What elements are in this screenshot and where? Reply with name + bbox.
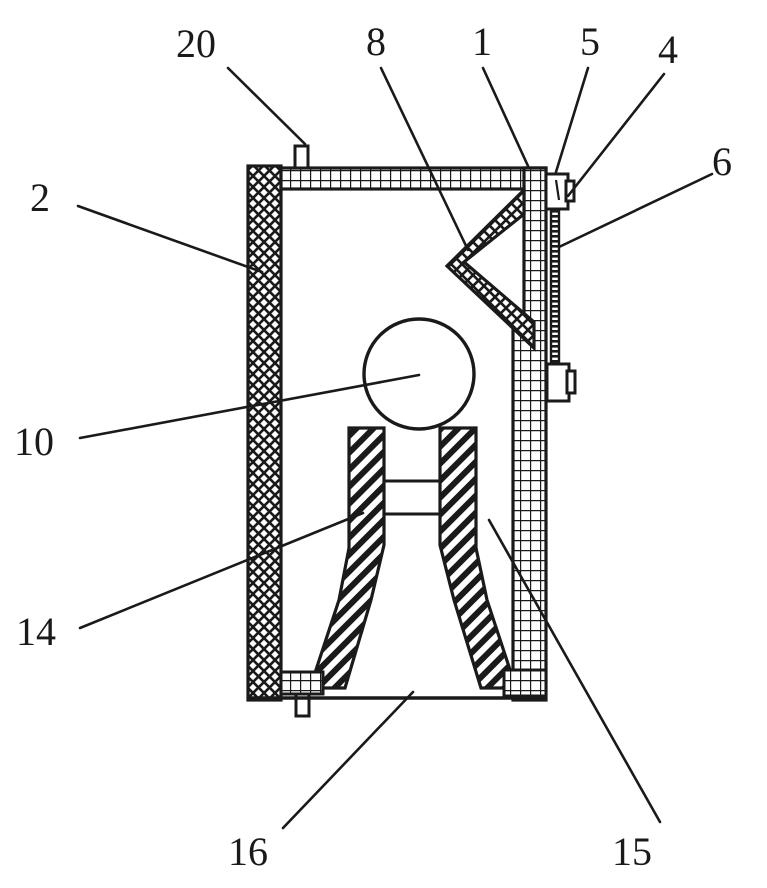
leader-2 [76, 204, 264, 274]
top-bar-1 [279, 166, 548, 191]
right-wall-6 [511, 166, 548, 702]
left-wall-2 [246, 164, 283, 702]
ref-label-2: 2 [30, 175, 50, 220]
leader-4 [566, 72, 666, 198]
right-strip-4 [549, 194, 561, 366]
leader-lines [76, 66, 714, 830]
clamp-bracket-5 [544, 172, 576, 211]
funnel-wall-right-15 [438, 426, 519, 690]
ref-label-14: 14 [16, 609, 56, 654]
ref-label-16: 16 [228, 829, 268, 874]
leader-14 [78, 511, 365, 630]
ref-label-10: 10 [14, 419, 54, 464]
funnel-divider-lines [384, 479, 440, 516]
v-baffle-8 [444, 186, 536, 352]
leader-8 [379, 66, 470, 252]
ref-label-1: 1 [472, 19, 492, 64]
leader-1 [481, 66, 530, 168]
leader-6 [557, 172, 714, 249]
ref-label-6: 6 [712, 139, 732, 184]
leader-10 [78, 373, 421, 440]
clamp-bracket-lower [545, 362, 577, 403]
funnel-wall-left-14 [307, 426, 386, 690]
leader-5 [554, 66, 590, 174]
leader-16 [281, 690, 415, 830]
leader-20 [226, 66, 307, 146]
bottom-corner-blocks [279, 668, 548, 698]
ref-label-20: 20 [176, 21, 216, 66]
ref-label-15: 15 [612, 829, 652, 874]
ref-label-5: 5 [580, 19, 600, 64]
leader-15 [487, 518, 662, 824]
ref-label-8: 8 [366, 19, 386, 64]
mounting-tab-20 [293, 144, 310, 170]
ref-label-4: 4 [658, 27, 678, 72]
